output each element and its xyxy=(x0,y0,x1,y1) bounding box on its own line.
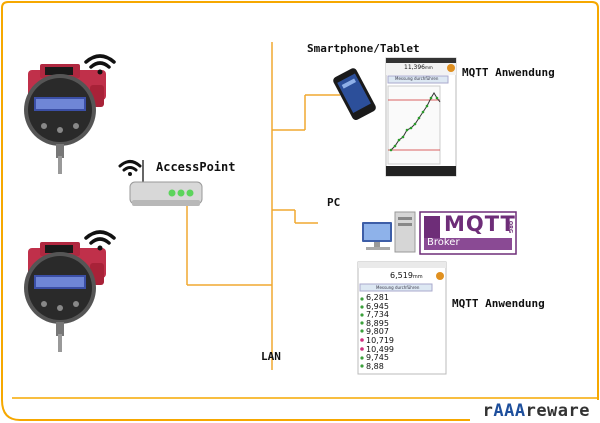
brand-prefix: r xyxy=(482,401,494,421)
brand-logo: rAAAreware xyxy=(483,401,590,421)
list-item: 10,499 xyxy=(366,344,394,354)
list-item: 6,945 xyxy=(366,301,389,311)
dial-gauge-icon xyxy=(24,64,106,174)
list-item: 6,281 xyxy=(366,293,389,302)
list-item: 8,895 xyxy=(366,318,389,328)
list-item: 9,807 xyxy=(366,327,389,337)
wifi-icon xyxy=(84,230,116,251)
list-item: 9,745 xyxy=(366,353,389,363)
pc-icon xyxy=(362,211,416,253)
pc-app-screenshot xyxy=(357,261,447,375)
broker-text: Broker xyxy=(427,237,460,248)
pc-app-list-bullets xyxy=(360,297,364,368)
mqtt-app-label-top: MQTT Anwendung xyxy=(462,66,555,79)
pc-reading: 6,519mm xyxy=(390,271,423,280)
phone-reading: 11,396mm xyxy=(404,64,433,71)
mqtt-logo-text: MQTT xyxy=(444,212,516,236)
frame-border xyxy=(1,1,599,400)
pc-measure-button: Messung durchführen xyxy=(376,285,420,290)
wifi-icon xyxy=(118,160,142,176)
wifi-icon xyxy=(84,54,116,75)
lan-label: LAN xyxy=(261,350,281,363)
list-item: 10,719 xyxy=(366,335,394,345)
access-point-label: AccessPoint xyxy=(156,160,236,174)
brand-suffix: reware xyxy=(525,401,590,421)
dial-gauge-icon xyxy=(24,242,106,352)
pc-label: PC xyxy=(327,196,341,209)
frame-bottom xyxy=(1,399,470,421)
phone-measure-button: Messung durchführen xyxy=(395,76,439,81)
gear-icon xyxy=(436,272,444,280)
phone-app-screenshot xyxy=(385,57,457,177)
mqtt-broker-logo xyxy=(419,211,517,255)
brand-accent: AAA xyxy=(493,401,526,421)
smartphone-icon xyxy=(333,68,376,121)
router-icon xyxy=(129,160,203,206)
lan-wires xyxy=(186,42,340,370)
pc-value-list: 6,281 6,945 7,734 8,895 9,807 10,719 10,… xyxy=(366,293,426,371)
smartphone-label: Smartphone/Tablet xyxy=(307,42,420,55)
list-item: 8,88 xyxy=(366,361,384,371)
org-text: ORG xyxy=(507,220,514,234)
mqtt-app-label-bottom: MQTT Anwendung xyxy=(452,297,545,310)
gear-icon xyxy=(447,64,455,72)
list-item: 7,734 xyxy=(366,310,389,320)
